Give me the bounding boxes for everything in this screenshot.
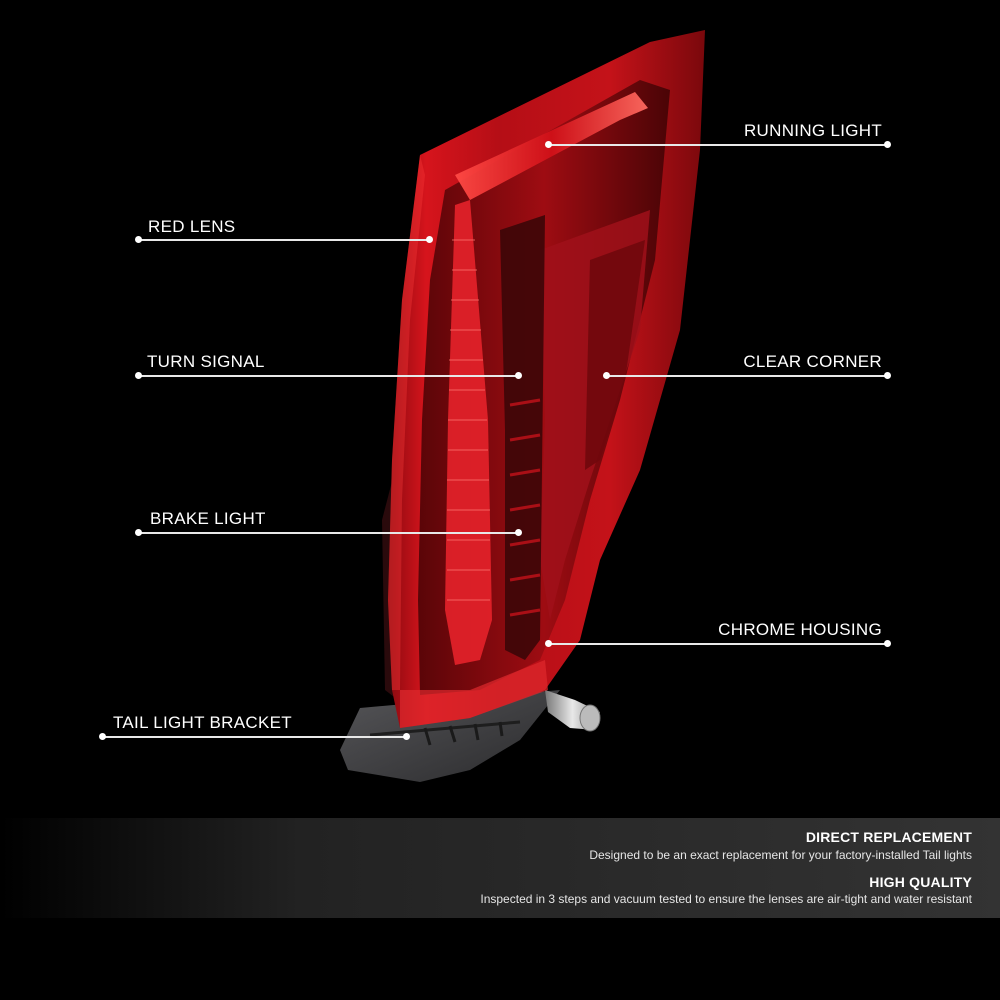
callout-brake-light-label: BRAKE LIGHT [150, 509, 266, 528]
callout-brake-light-end-dot [135, 529, 142, 536]
callout-brake-light-line [139, 532, 519, 534]
callout-chrome-housing-label: CHROME HOUSING [718, 620, 882, 639]
feature-info-band: DIRECT REPLACEMENT Designed to be an exa… [0, 818, 1000, 918]
callout-running-light-dot [545, 141, 552, 148]
callout-tail-light-bracket-dot [403, 733, 410, 740]
bracket-shape [340, 690, 560, 782]
callout-chrome-housing-dot [545, 640, 552, 647]
feature-direct-replacement-title: DIRECT REPLACEMENT [805, 829, 972, 845]
callout-tail-light-bracket-label: TAIL LIGHT BRACKET [113, 713, 292, 732]
callout-turn-signal-label: TURN SIGNAL [147, 352, 265, 371]
callout-red-lens-dot [426, 236, 433, 243]
feature-high-quality-description: Inspected in 3 steps and vacuum tested t… [480, 892, 972, 906]
feature-high-quality-title: HIGH QUALITY [869, 874, 972, 890]
callout-red-lens-label: RED LENS [148, 217, 236, 236]
callout-red-lens-line [139, 239, 430, 241]
led-bar-shape [445, 200, 492, 665]
callout-chrome-housing-end-dot [884, 640, 891, 647]
callout-clear-corner-end-dot [884, 372, 891, 379]
callout-brake-light-dot [515, 529, 522, 536]
callout-running-light-end-dot [884, 141, 891, 148]
callout-chrome-housing-line [548, 643, 888, 645]
callout-tail-light-bracket-end-dot [99, 733, 106, 740]
callout-turn-signal-end-dot [135, 372, 142, 379]
callout-turn-signal-line [139, 375, 519, 377]
callout-tail-light-bracket-line [103, 736, 406, 738]
callout-red-lens-end-dot [135, 236, 142, 243]
callout-clear-corner-line [606, 375, 888, 377]
feature-direct-replacement-description: Designed to be an exact replacement for … [589, 848, 972, 862]
bulb-socket-shape [545, 690, 601, 732]
callout-turn-signal-dot [515, 372, 522, 379]
callout-clear-corner-dot [603, 372, 610, 379]
callout-running-light-label: RUNNING LIGHT [743, 121, 882, 140]
callout-running-light-line [548, 144, 888, 146]
callout-clear-corner-label: CLEAR CORNER [743, 352, 882, 371]
tail-light-illustration [340, 30, 705, 782]
